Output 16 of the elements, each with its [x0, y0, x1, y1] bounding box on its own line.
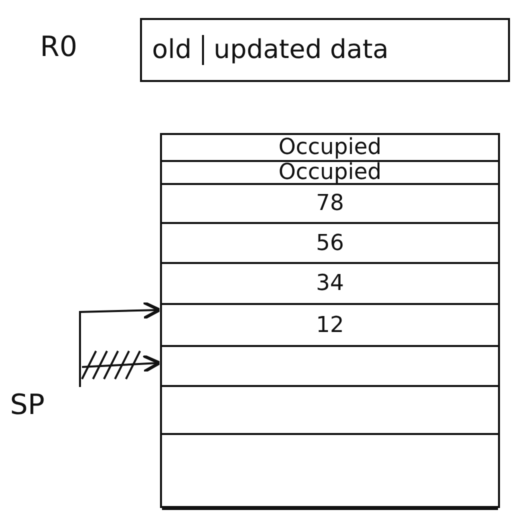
- register-name: R0: [40, 30, 78, 63]
- stack-slot: [162, 162, 498, 185]
- arrow: [79, 300, 162, 387]
- stack-frame: [160, 133, 500, 508]
- register-field-text: updated data: [202, 35, 399, 65]
- register-field-text: old: [151, 35, 193, 65]
- stack-slot: [162, 135, 498, 162]
- arrow: [82, 354, 162, 374]
- slot-value: Occupied: [278, 135, 382, 160]
- slot-value: 34: [316, 271, 344, 296]
- slot-value: 56: [316, 230, 344, 256]
- slot-value: Occupied: [278, 160, 382, 185]
- register-box: [140, 18, 510, 82]
- slot-value: 78: [316, 191, 344, 216]
- slot-value: 12: [316, 312, 344, 338]
- stack-pointer-label: SP: [10, 385, 72, 425]
